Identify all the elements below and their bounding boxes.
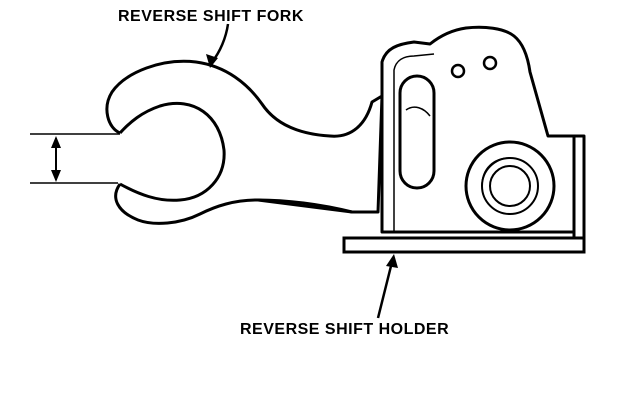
holder-slot: [400, 76, 434, 188]
reverse-shift-fork: [107, 61, 382, 223]
rod-diameter-dimension: [51, 136, 61, 182]
reverse-shift-holder: [344, 27, 584, 252]
holder-bolt: [466, 142, 554, 230]
holder-hole-right: [484, 57, 496, 69]
fork-leader: [206, 24, 228, 68]
holder-hole-left: [452, 65, 464, 77]
holder-leader: [378, 254, 398, 318]
label-reverse-shift-holder: REVERSE SHIFT HOLDER: [240, 321, 450, 338]
shift-rod: [30, 134, 120, 183]
label-reverse-shift-fork: REVERSE SHIFT FORK: [118, 8, 304, 25]
